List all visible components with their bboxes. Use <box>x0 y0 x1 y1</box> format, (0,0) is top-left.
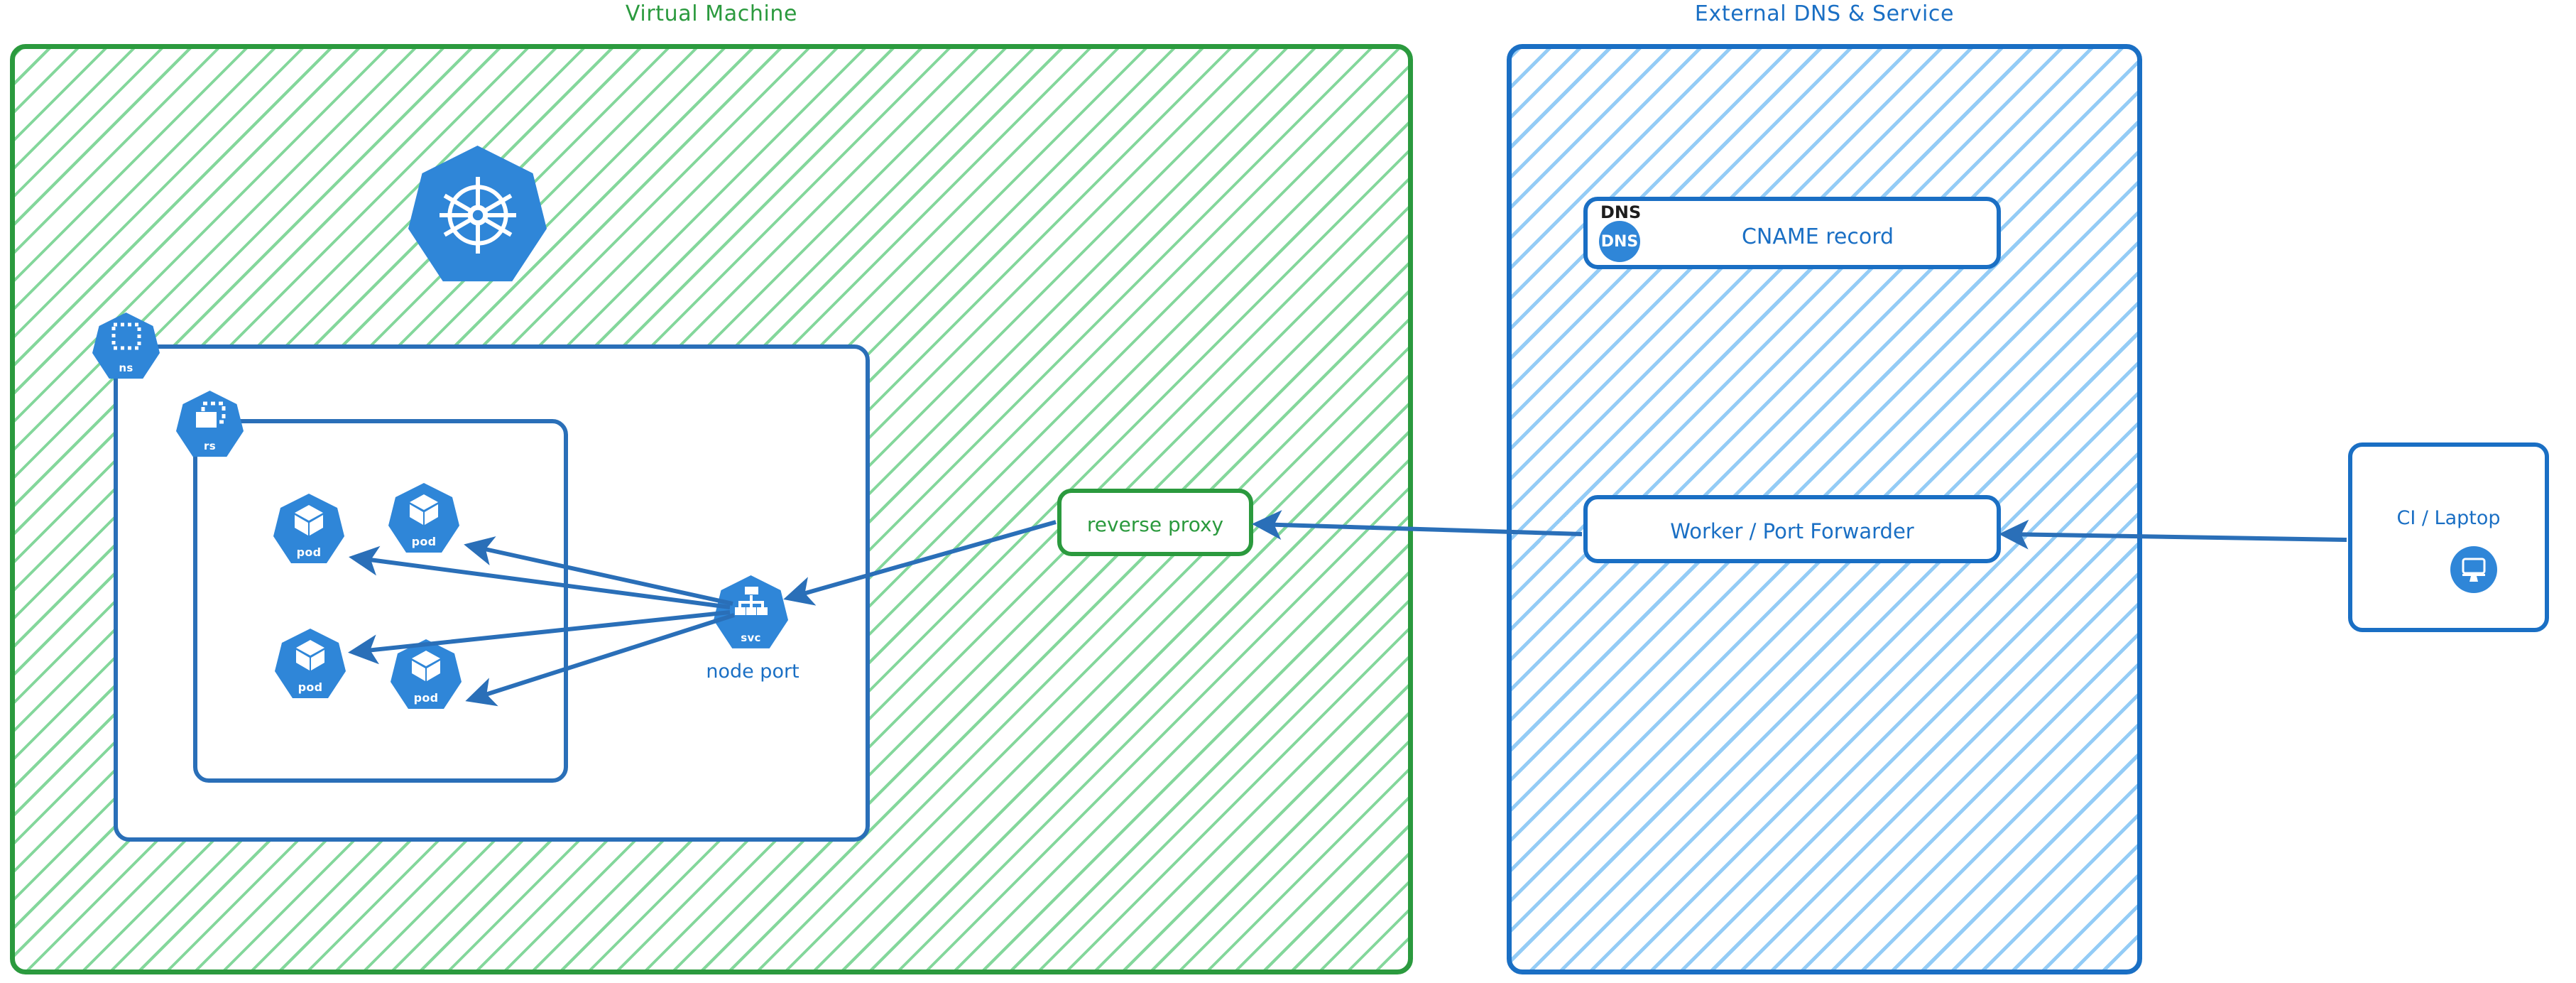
external-zone-title: External DNS & Service <box>1694 1 1955 26</box>
service-hierarchy-icon <box>734 586 768 615</box>
pod-label-3: pod <box>298 680 323 694</box>
pod-cube-icon <box>296 640 324 670</box>
service-label: svc <box>741 631 761 644</box>
pod-cube-icon <box>410 494 438 525</box>
pod-cube-icon <box>412 651 440 681</box>
worker-port-forwarder-label: Worker / Port Forwarder <box>1670 519 1914 543</box>
reverse-proxy-label: reverse proxy <box>1086 513 1224 536</box>
reverse-proxy-box[interactable]: reverse proxy <box>1057 489 1253 556</box>
dns-badge-icon: DNS <box>1599 221 1640 262</box>
dns-card-tag: DNS <box>1600 202 1642 222</box>
replicaset-label: rs <box>204 440 216 453</box>
dns-card[interactable]: DNS DNS CNAME record <box>1583 197 2001 269</box>
ci-laptop-box[interactable]: CI / Laptop <box>2348 442 2549 632</box>
replicaset-container <box>193 419 568 783</box>
pod-label-4: pod <box>413 691 439 705</box>
vm-zone-title: Virtual Machine <box>625 1 798 26</box>
pod-label-1: pod <box>296 545 322 559</box>
worker-port-forwarder-box[interactable]: Worker / Port Forwarder <box>1583 495 2001 563</box>
dns-badge-text: DNS <box>1600 232 1639 251</box>
kubernetes-logo <box>408 146 547 282</box>
ci-laptop-label: CI / Laptop <box>2396 507 2501 529</box>
namespace-label: ns <box>119 362 133 375</box>
node-port-caption: node port <box>706 661 799 683</box>
namespace-dashed-square-icon <box>111 322 141 350</box>
desktop-monitor-icon <box>2450 546 2497 593</box>
pod-cube-icon <box>295 505 323 536</box>
monitor-glyph <box>2462 558 2486 582</box>
pod-label-2: pod <box>411 535 437 548</box>
replicaset-stacked-boxes-icon <box>195 401 225 428</box>
kubernetes-helm-icon <box>440 177 516 254</box>
dns-card-label: CNAME record <box>1741 224 1894 249</box>
